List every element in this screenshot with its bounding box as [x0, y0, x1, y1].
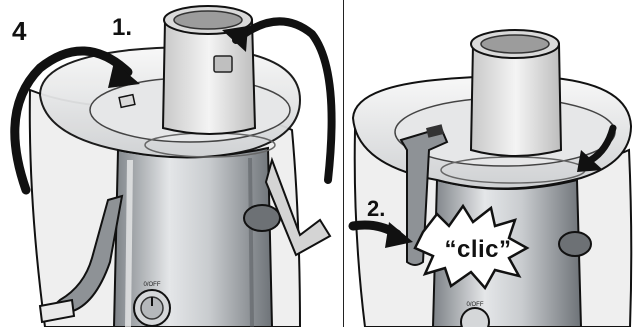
speed-dial: [461, 308, 489, 327]
dial-label: 0/OFF: [143, 282, 160, 288]
dial-label: 0/OFF: [466, 302, 483, 308]
step-2-label: 2.: [367, 198, 385, 220]
feed-chute: [471, 44, 561, 156]
step-4-label: 4: [12, 18, 26, 44]
juicer-illustration-right: 0/OFF: [345, 0, 633, 327]
right-panel: 0/OFF 2. “clic”: [345, 0, 633, 327]
click-sound-label: “clic”: [433, 236, 523, 264]
side-knob: [244, 205, 280, 231]
step-1-label: 1.: [112, 16, 132, 40]
left-panel: 0/OFF 4 1.: [0, 0, 342, 327]
side-knob: [559, 232, 591, 256]
juicer-illustration-left: 0/OFF: [0, 0, 342, 327]
